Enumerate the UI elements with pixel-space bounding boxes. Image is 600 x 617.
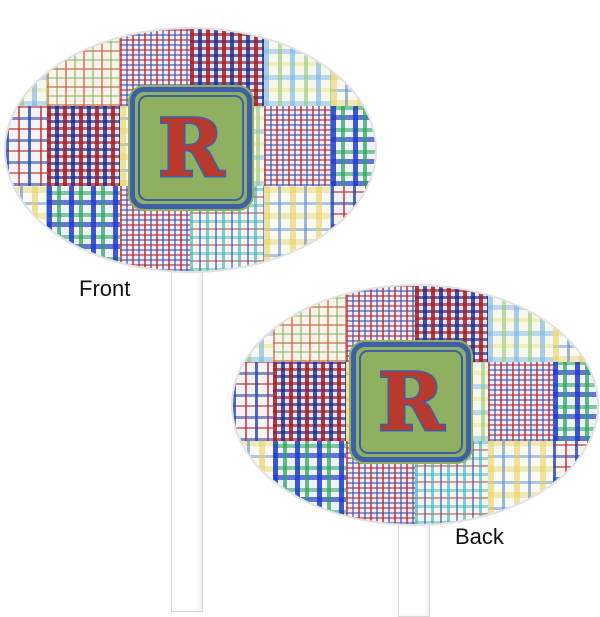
monogram-letter: R — [156, 101, 226, 195]
monogram-badge: R — [351, 342, 471, 462]
back-label: Back — [455, 524, 504, 549]
monogram-badge: R — [130, 87, 252, 209]
monogram-letter: R — [376, 355, 446, 449]
front-oval-fan: R — [4, 27, 377, 273]
back-oval-fan: R — [231, 284, 599, 526]
front-stick-handle — [171, 250, 203, 612]
front-label: Front — [79, 276, 131, 301]
